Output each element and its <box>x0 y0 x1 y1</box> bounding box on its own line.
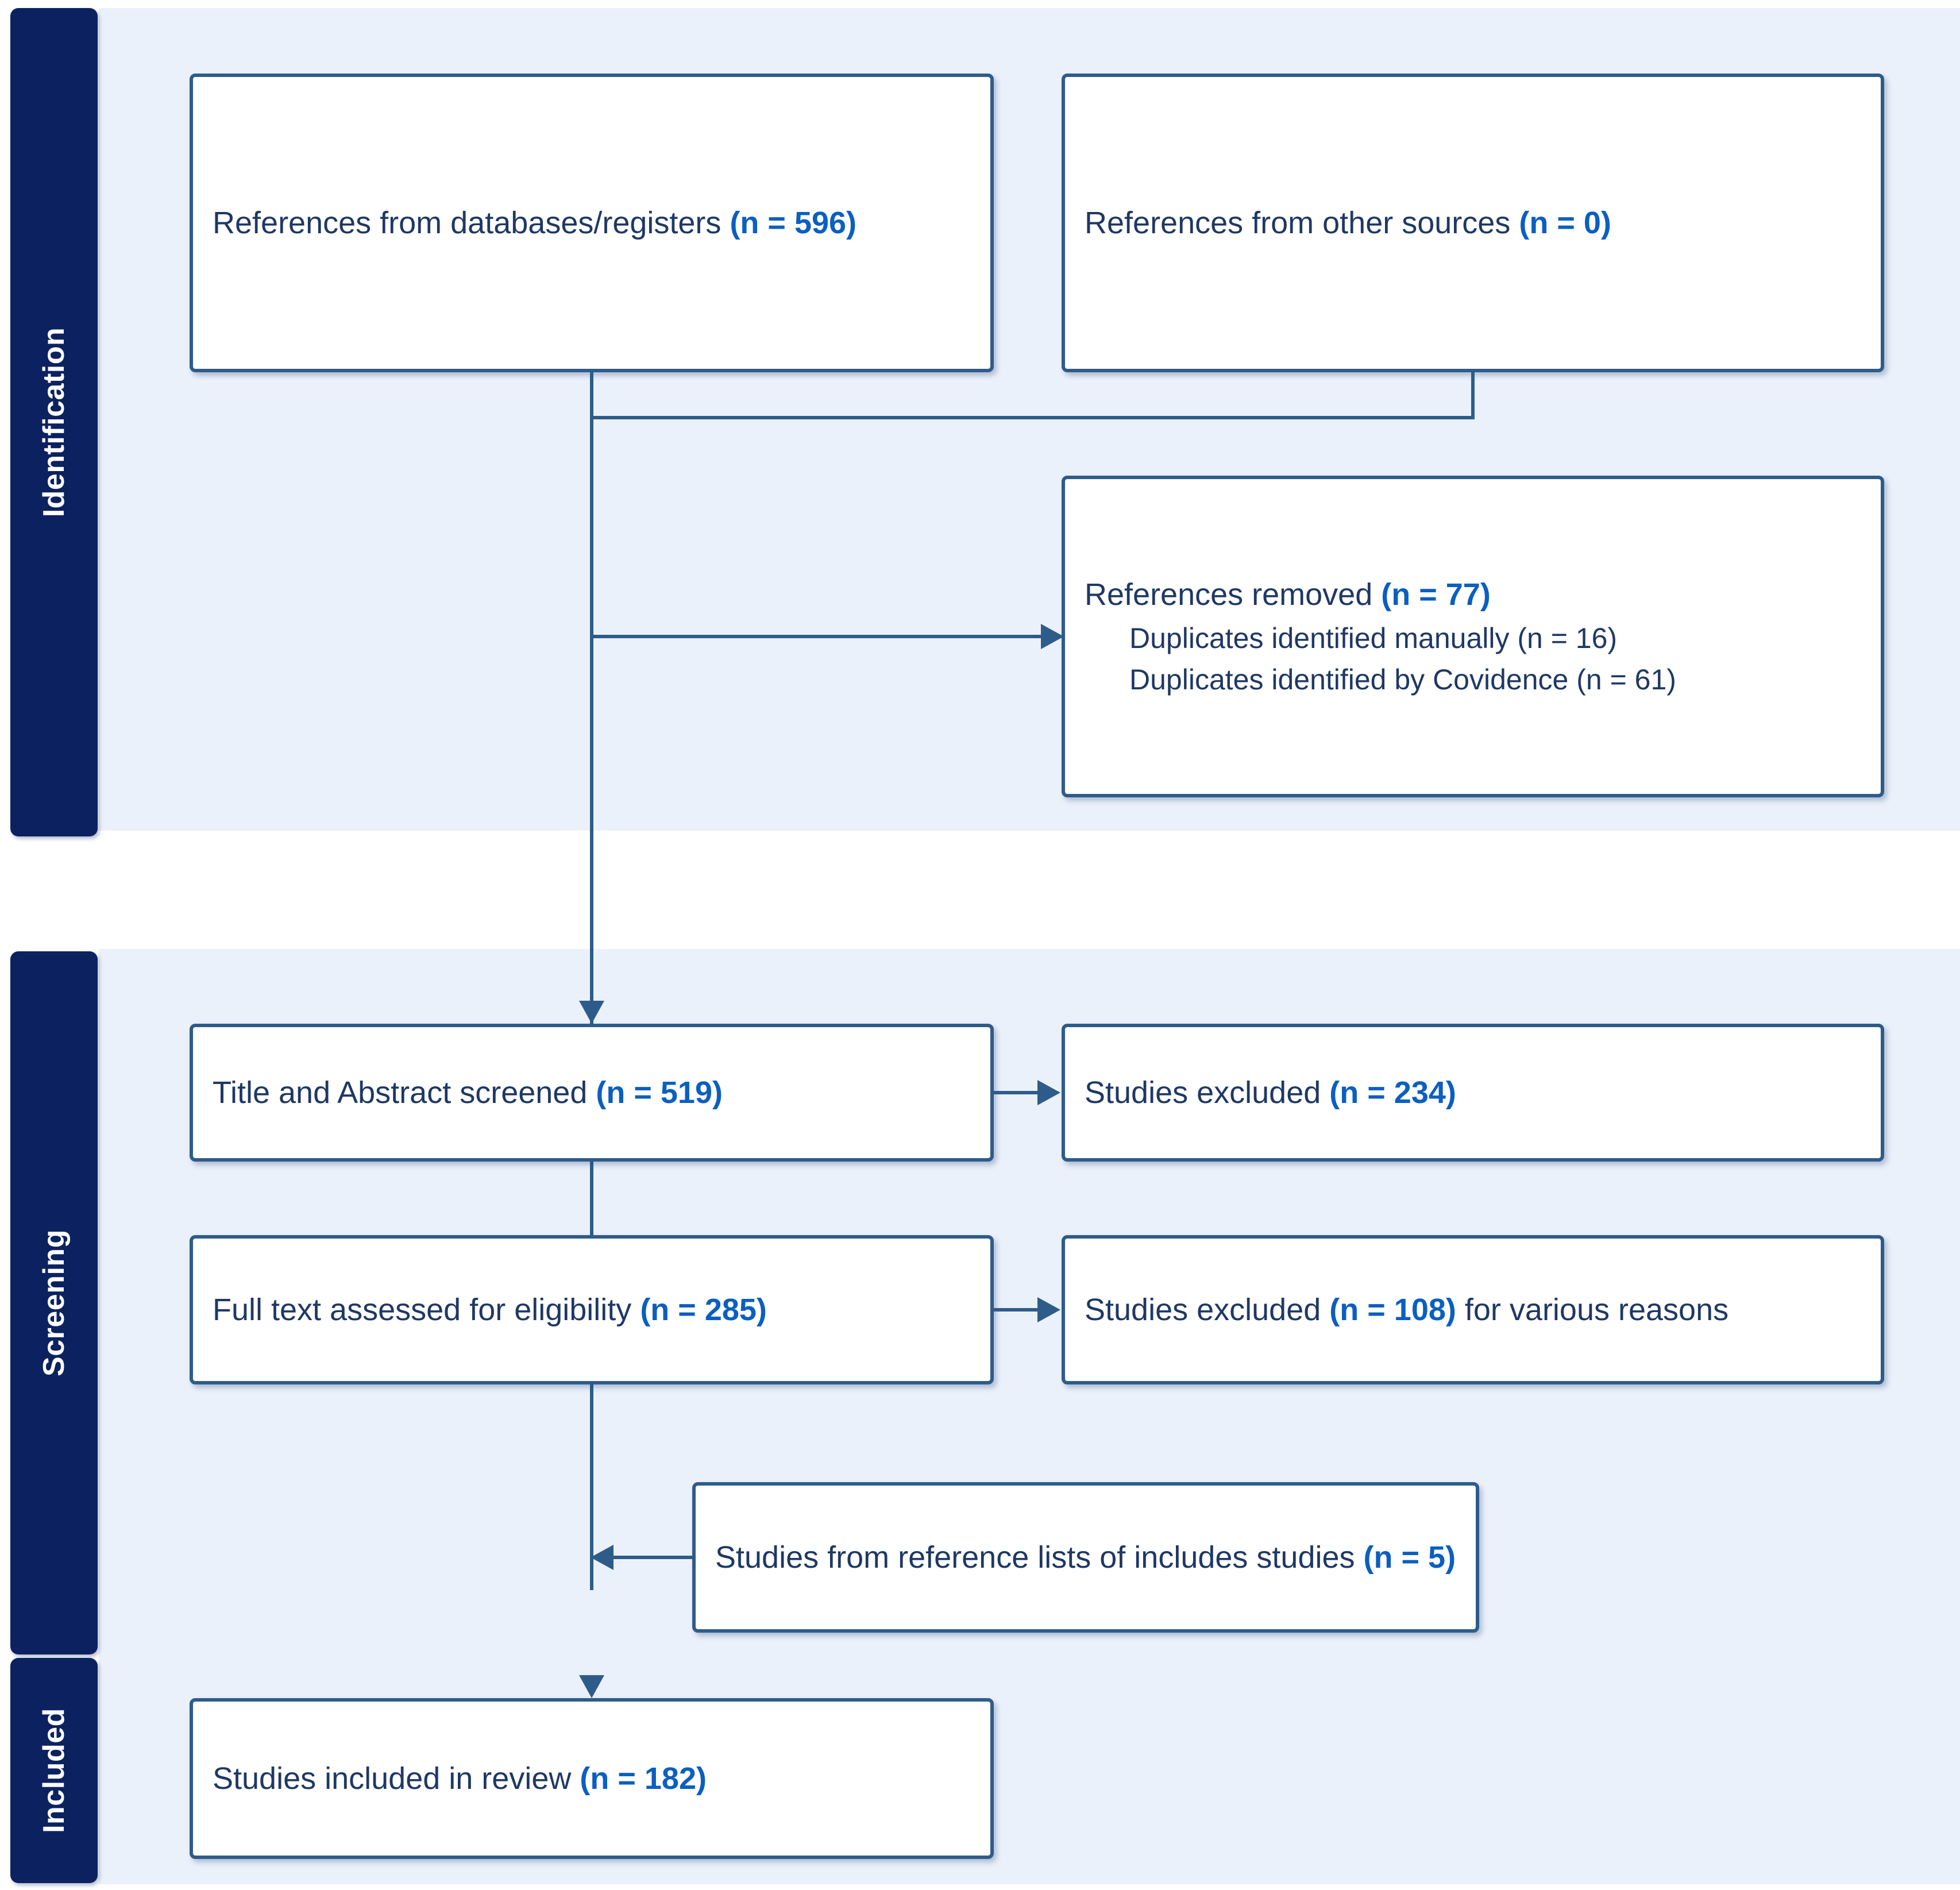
box-references-removed-sub-2: Duplicates identified by Covidence (n = … <box>1129 664 1676 696</box>
stage-label-screening: Screening <box>37 1229 71 1376</box>
box-references-removed-text: References removed (n = 77) Duplicates i… <box>1065 572 1881 700</box>
box-studies-from-reference-lists-text: Studies from reference lists of includes… <box>696 1535 1476 1580</box>
stage-tab-identification: Identification <box>10 8 98 836</box>
box-references-other-sources-text: References from other sources (n = 0) <box>1065 200 1881 245</box>
stage-tab-screening: Screening <box>10 951 98 1654</box>
box-references-other-sources[interactable]: References from other sources (n = 0) <box>1062 74 1884 372</box>
box-studies-from-reference-lists-label: Studies from reference lists of includes… <box>715 1540 1355 1575</box>
box-references-removed[interactable]: References removed (n = 77) Duplicates i… <box>1062 476 1884 797</box>
box-references-removed-label: References removed <box>1085 577 1373 612</box>
box-studies-excluded-full-text-text: Studies excluded (n = 108) for various r… <box>1065 1287 1881 1332</box>
box-studies-included-in-review[interactable]: Studies included in review (n = 182) <box>190 1698 994 1859</box>
box-full-text-assessed-count: (n = 285) <box>640 1292 767 1327</box>
connector-full-text-to-excluded <box>994 1308 1039 1312</box>
box-studies-excluded-title-abstract[interactable]: Studies excluded (n = 234) <box>1062 1024 1884 1162</box>
box-references-removed-count: (n = 77) <box>1381 577 1491 612</box>
arrow-to-studies-included <box>579 1675 604 1698</box>
box-references-databases-label: References from databases/registers <box>213 205 722 240</box>
box-references-other-sources-count: (n = 0) <box>1519 205 1611 240</box>
stage-label-identification: Identification <box>37 327 71 518</box>
box-studies-excluded-full-text[interactable]: Studies excluded (n = 108) for various r… <box>1062 1235 1884 1384</box>
box-studies-from-reference-lists[interactable]: Studies from reference lists of includes… <box>692 1482 1479 1633</box>
box-studies-excluded-title-abstract-text: Studies excluded (n = 234) <box>1065 1070 1881 1115</box>
connector-to-references-removed <box>590 635 1044 638</box>
box-title-abstract-screened-text: Title and Abstract screened (n = 519) <box>193 1070 990 1115</box>
box-title-abstract-screened-count: (n = 519) <box>596 1075 723 1110</box>
stage-tab-included: Included <box>10 1658 98 1883</box>
box-studies-excluded-full-text-count: (n = 108) <box>1329 1292 1456 1327</box>
box-references-other-sources-label: References from other sources <box>1085 205 1511 240</box>
box-full-text-assessed-text: Full text assessed for eligibility (n = … <box>193 1287 990 1332</box>
box-references-databases-count: (n = 596) <box>730 205 857 240</box>
connector-databases-down <box>590 372 593 1590</box>
connector-title-abstract-to-excluded <box>994 1091 1039 1094</box>
box-full-text-assessed-label: Full text assessed for eligibility <box>213 1292 632 1327</box>
arrow-to-references-removed <box>1041 624 1064 649</box>
box-studies-included-in-review-label: Studies included in review <box>213 1761 572 1796</box>
box-title-abstract-screened[interactable]: Title and Abstract screened (n = 519) <box>190 1024 994 1162</box>
connector-other-sources-to-junction <box>590 416 1475 419</box>
box-studies-excluded-full-text-label: Studies excluded <box>1085 1292 1321 1327</box>
box-references-databases[interactable]: References from databases/registers (n =… <box>190 74 994 372</box>
box-references-databases-text: References from databases/registers (n =… <box>193 200 990 245</box>
box-studies-excluded-title-abstract-count: (n = 234) <box>1329 1075 1456 1110</box>
arrow-title-abstract-to-excluded <box>1037 1080 1060 1105</box>
stage-label-included: Included <box>37 1708 71 1833</box>
box-studies-excluded-title-abstract-label: Studies excluded <box>1085 1075 1321 1110</box>
arrow-reference-lists-to-spine <box>591 1545 614 1570</box>
connector-other-sources-down <box>1471 372 1475 419</box>
arrow-full-text-to-excluded <box>1037 1297 1060 1322</box>
box-studies-from-reference-lists-count: (n = 5) <box>1363 1540 1456 1575</box>
box-studies-excluded-full-text-suffix: for various reasons <box>1456 1292 1729 1327</box>
box-full-text-assessed[interactable]: Full text assessed for eligibility (n = … <box>190 1235 994 1384</box>
connector-reference-lists-to-spine <box>614 1556 694 1559</box>
box-title-abstract-screened-label: Title and Abstract screened <box>213 1075 588 1110</box>
box-references-removed-sub-1: Duplicates identified manually (n = 16) <box>1129 622 1618 654</box>
arrow-to-title-abstract <box>579 1001 604 1024</box>
box-studies-included-in-review-count: (n = 182) <box>580 1761 707 1796</box>
box-studies-included-in-review-text: Studies included in review (n = 182) <box>193 1756 990 1801</box>
